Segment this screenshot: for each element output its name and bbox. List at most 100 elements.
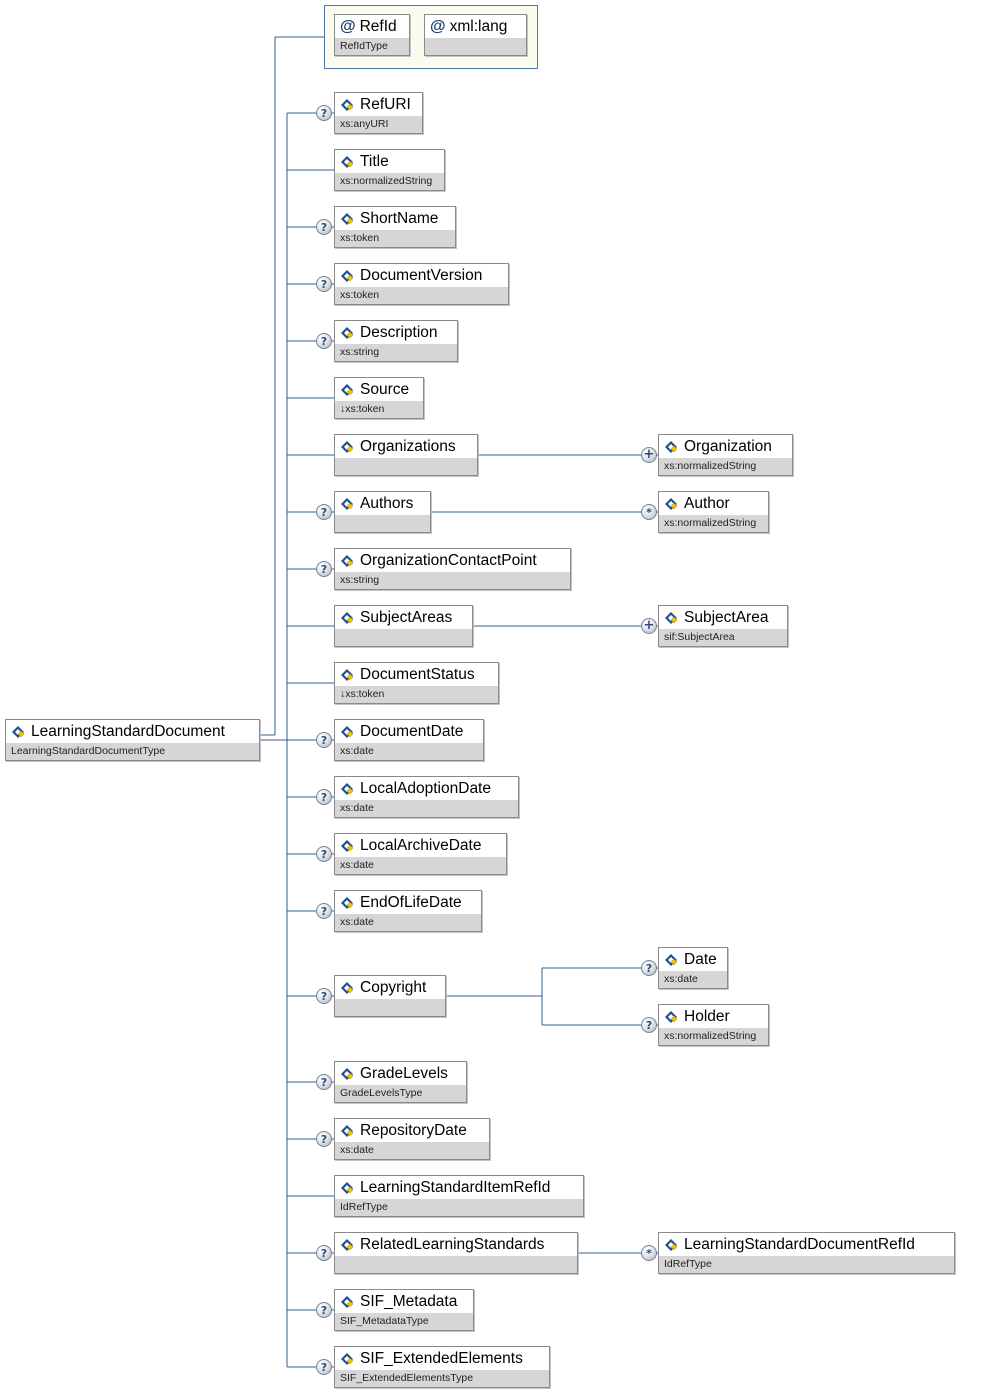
element-type: SIF_MetadataType [335,1313,473,1330]
element-icon [341,782,354,795]
element-icon [341,1124,354,1137]
element-name: Source [360,380,410,398]
element-type: LearningStandardDocumentType [6,743,259,760]
element-icon [341,497,354,510]
element-type: xs:date [659,971,727,988]
optional-icon: ? [641,1017,657,1033]
element-name: RepositoryDate [360,1121,467,1139]
node-header: OrganizationContactPoint [335,549,570,572]
element-name: DocumentStatus [360,665,475,683]
node-header: Copyright [335,976,445,999]
element-name: OrganizationContactPoint [360,551,537,569]
node-header: Date [659,948,727,971]
element-type: xs:anyURI [335,116,422,133]
element-name: xml:lang [449,17,508,35]
element-icon [341,1295,354,1308]
attribute-xml-lang[interactable]: @xml:lang [424,14,527,56]
element-type: IdRefType [659,1256,954,1273]
element-local-adoption-date[interactable]: LocalAdoptionDate xs:date [334,776,519,818]
element-icon [341,383,354,396]
element-type: GradeLevelsType [335,1085,466,1102]
at-sign-icon: @ [340,17,356,35]
node-header: DocumentDate [335,720,483,743]
zero-or-more-icon: * [641,504,657,520]
element-name: LocalAdoptionDate [360,779,491,797]
element-title[interactable]: Title xs:normalizedString [334,149,445,191]
optional-icon: ? [316,1359,332,1375]
element-authors[interactable]: Authors [334,491,431,533]
element-type [335,629,472,646]
element-subject-areas[interactable]: SubjectAreas [334,605,473,647]
element-author[interactable]: Author xs:normalizedString [658,491,769,533]
element-icon [341,326,354,339]
node-header: SIF_ExtendedElements [335,1347,549,1370]
element-document-status[interactable]: DocumentStatus ↓xs:token [334,662,499,704]
element-type: ↓xs:token [335,401,423,418]
element-type: ↓xs:token [335,686,498,703]
element-name: Title [360,152,389,170]
optional-icon: ? [316,219,332,235]
node-header: ShortName [335,207,455,230]
element-organization-contact-point[interactable]: OrganizationContactPoint xs:string [334,548,571,590]
element-type: xs:string [335,572,570,589]
element-source[interactable]: Source ↓xs:token [334,377,424,419]
element-icon [341,1238,354,1251]
element-name: ShortName [360,209,439,227]
element-type: xs:normalizedString [335,173,444,190]
node-header: DocumentVersion [335,264,508,287]
element-icon [341,896,354,909]
element-icon [341,440,354,453]
element-related-learning-standards[interactable]: RelatedLearningStandards [334,1232,578,1274]
node-header: @xml:lang [425,15,526,38]
optional-icon: ? [316,504,332,520]
element-type: sif:SubjectArea [659,629,787,646]
element-organizations[interactable]: Organizations [334,434,478,476]
element-type [425,38,526,55]
node-header: Holder [659,1005,768,1028]
element-type [335,515,430,532]
element-name: LocalArchiveDate [360,836,482,854]
element-type: xs:normalizedString [659,1028,768,1045]
element-name: Description [360,323,438,341]
element-icon [665,440,678,453]
element-icon [665,497,678,510]
element-icon [341,1352,354,1365]
node-header: SubjectArea [659,606,787,629]
node-header: LearningStandardDocument [6,720,259,743]
element-type: xs:normalizedString [659,515,768,532]
optional-icon: ? [316,846,332,862]
element-name: EndOfLifeDate [360,893,462,911]
element-name: SIF_Metadata [360,1292,458,1310]
at-sign-icon: @ [430,17,446,35]
element-copyright[interactable]: Copyright [334,975,446,1017]
node-header: Title [335,150,444,173]
node-header: Author [659,492,768,515]
element-name: Author [684,494,730,512]
optional-icon: ? [316,732,332,748]
element-icon [12,725,25,738]
element-type: xs:date [335,800,518,817]
element-type [335,1256,577,1273]
element-icon [341,155,354,168]
element-icon [341,1181,354,1194]
optional-icon: ? [316,1302,332,1318]
